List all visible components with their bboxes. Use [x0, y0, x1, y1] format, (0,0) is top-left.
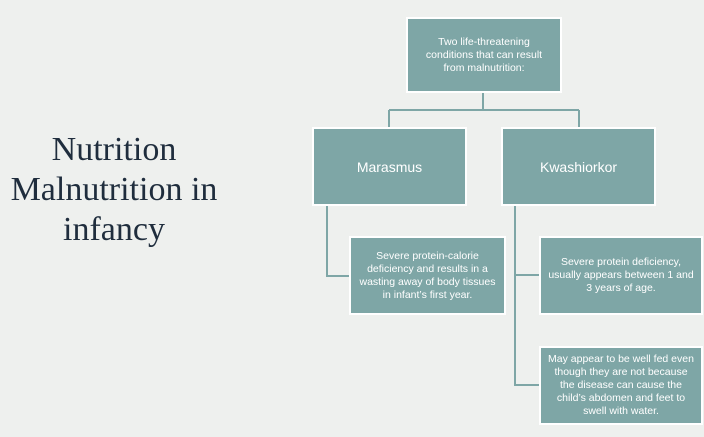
- kwashiorkor-description-2: May appear to be well fed even though th…: [548, 353, 694, 417]
- connector-kwashiorkor-desc-2: [514, 275, 540, 386]
- connector-marasmus-desc: [326, 205, 350, 277]
- title-line-3: infancy: [63, 211, 165, 248]
- marasmus-label: Marasmus: [356, 158, 423, 175]
- kwashiorkor-label: Kwashiorkor: [539, 158, 618, 175]
- title-line-2: Malnutrition in: [10, 171, 218, 208]
- kwashiorkor-description-1: Severe protein deficiency, usually appea…: [548, 256, 694, 294]
- marasmus-description-node: Severe protein-calorie deficiency and re…: [349, 236, 506, 315]
- title-line-1: Nutrition: [51, 131, 177, 168]
- root-node-text: Two life-threatening conditions that can…: [425, 35, 543, 74]
- kwashiorkor-description-node-2: May appear to be well fed even though th…: [539, 346, 703, 425]
- kwashiorkor-description-node-1: Severe protein deficiency, usually appea…: [539, 236, 703, 315]
- slide-title: Nutrition Malnutrition in infancy: [0, 130, 228, 250]
- connector-kwashiorkor-desc-1: [514, 205, 540, 276]
- kwashiorkor-node: Kwashiorkor: [501, 127, 656, 206]
- marasmus-node: Marasmus: [312, 127, 467, 206]
- root-node: Two life-threatening conditions that can…: [406, 17, 562, 93]
- marasmus-description: Severe protein-calorie deficiency and re…: [359, 249, 496, 301]
